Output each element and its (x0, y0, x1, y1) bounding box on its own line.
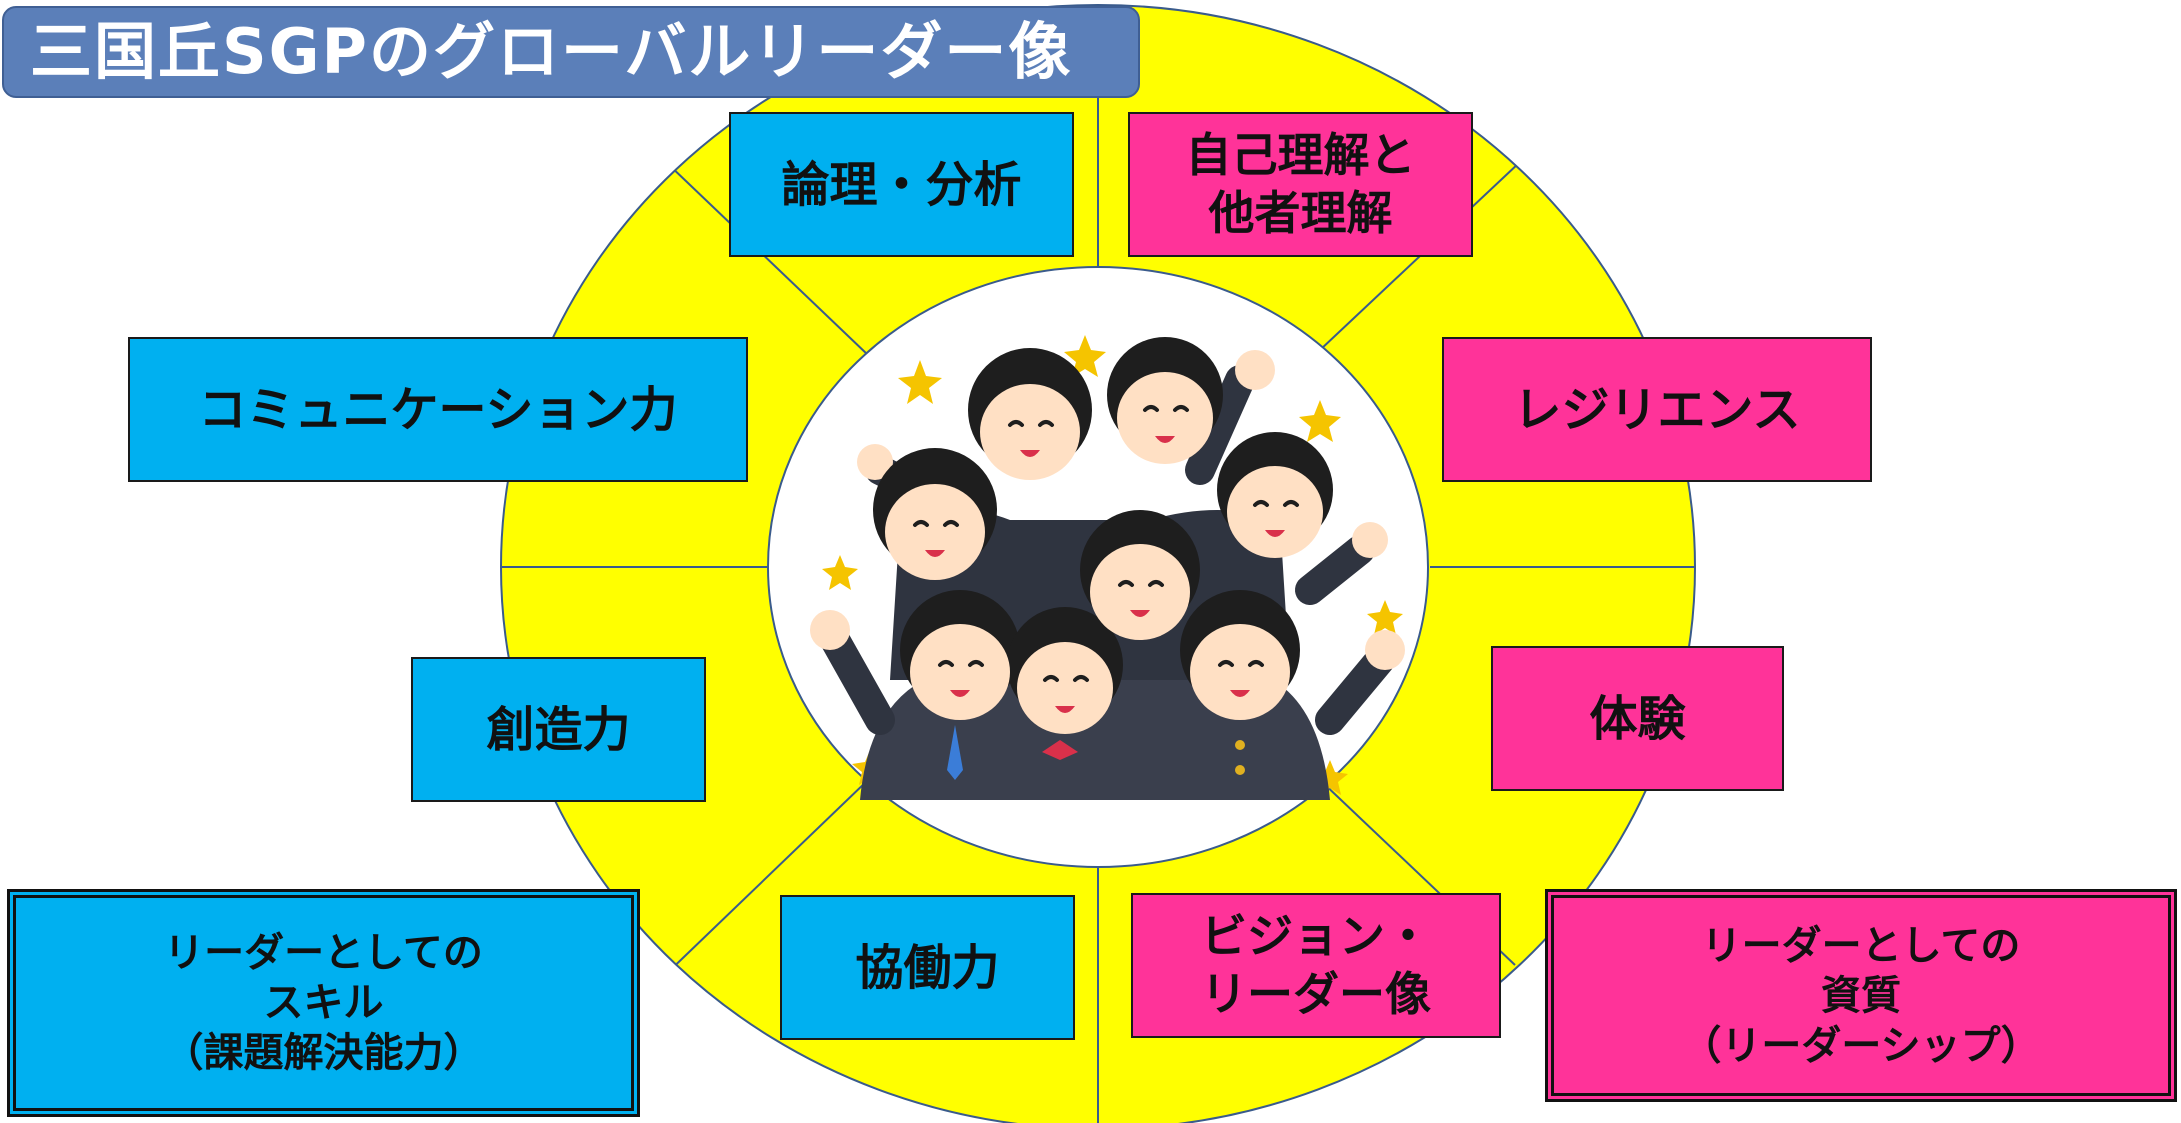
collaboration-box: 協働力 (780, 895, 1075, 1040)
leader-skills-summary-box: リーダーとしての スキル （課題解決能力） (7, 889, 640, 1117)
resilience-box: レジリエンス (1442, 337, 1872, 482)
leader-qualities-summary-box: リーダーとしての 資質 （リーダーシップ） (1545, 889, 2177, 1102)
vision-leader-image-box: ビジョン・ リーダー像 (1131, 893, 1501, 1038)
communication-box: コミュニケーション力 (128, 337, 748, 482)
creativity-box: 創造力 (411, 657, 706, 802)
cheering-students-icon (810, 335, 1405, 800)
experience-box: 体験 (1491, 646, 1784, 791)
logic-analysis-box: 論理・分析 (729, 112, 1074, 257)
page-title: 三国丘SGPのグローバルリーダー像 (2, 6, 1140, 98)
self-other-understanding-box: 自己理解と 他者理解 (1128, 112, 1473, 257)
